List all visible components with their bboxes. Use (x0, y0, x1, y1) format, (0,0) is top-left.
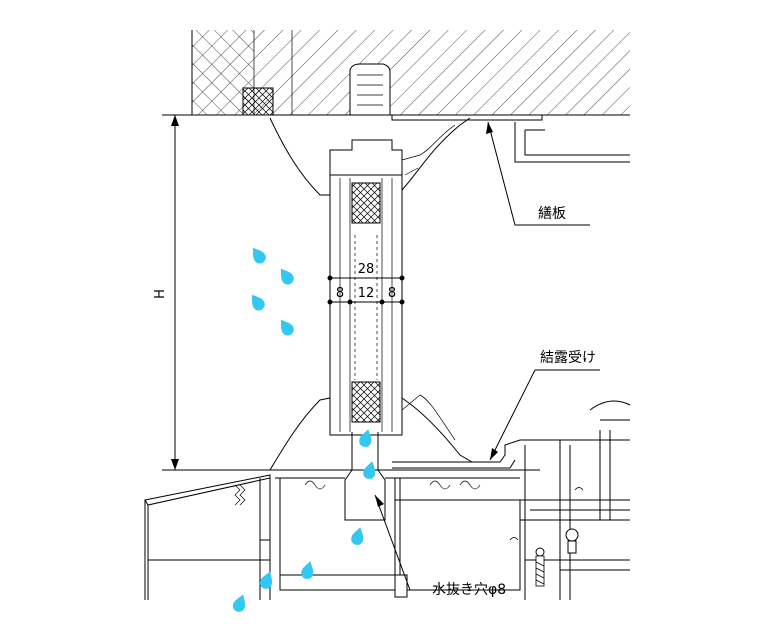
top-gasket (349, 63, 391, 116)
condensation-tray (392, 439, 540, 469)
dimension-left: 8 (336, 286, 344, 301)
label-height: H (153, 289, 168, 299)
insulated-glass-unit (329, 174, 403, 436)
label-drain-hole: 水抜き穴φ8 (432, 582, 506, 598)
dimension-right: 8 (388, 286, 396, 301)
dimension-total: 28 (358, 262, 375, 277)
label-condensation-tray: 結露受け (540, 350, 596, 366)
lower-frame-profile (269, 394, 473, 521)
right-hardware (509, 400, 631, 600)
dimension-middle: 12 (358, 286, 375, 301)
trim-board (391, 114, 630, 163)
upper-frame-profile (269, 117, 471, 196)
bottom-sill-frame (144, 469, 540, 600)
label-trim-board: 繕板 (538, 206, 566, 222)
leader-lines (374, 121, 600, 591)
dimension-lines (327, 275, 405, 305)
backer-rod (242, 87, 274, 116)
height-dimension (162, 114, 270, 471)
